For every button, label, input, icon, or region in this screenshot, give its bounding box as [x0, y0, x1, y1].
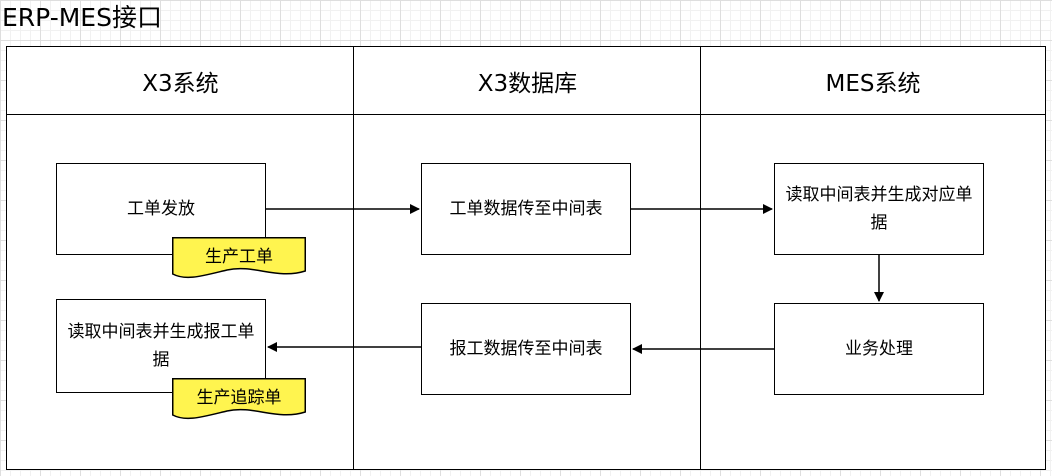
read-staging-create-docs-label: 读取中间表并生成对应单据	[785, 185, 973, 233]
page-title: ERP-MES接口	[2, 3, 162, 32]
report-to-staging-box[interactable]: 报工数据传至中间表	[421, 303, 631, 395]
production-order-label: 生产工单	[205, 246, 273, 267]
business-processing-box[interactable]: 业务处理	[774, 303, 984, 395]
lane-header-mes: MES系统	[701, 47, 1045, 115]
report-to-staging-label: 报工数据传至中间表	[449, 339, 603, 359]
swimlane-pool: X3系统 X3数据库 MES系统	[6, 46, 1046, 470]
document-shape-icon	[172, 378, 306, 420]
work-order-release-label: 工单发放	[127, 199, 195, 219]
lane-divider-2	[700, 47, 701, 469]
read-staging-create-docs-box[interactable]: 读取中间表并生成对应单据	[774, 163, 984, 255]
business-processing-label: 业务处理	[845, 339, 913, 359]
work-order-to-staging-box[interactable]: 工单数据传至中间表	[421, 163, 631, 255]
read-staging-create-report-box[interactable]: 读取中间表并生成报工单据	[56, 299, 266, 393]
lane-divider-1	[353, 47, 354, 469]
read-staging-create-report-label: 读取中间表并生成报工单据	[67, 322, 255, 370]
production-order-document[interactable]: 生产工单	[172, 237, 306, 281]
work-order-to-staging-label: 工单数据传至中间表	[449, 199, 603, 219]
document-shape-icon	[172, 237, 306, 279]
production-tracking-document[interactable]: 生产追踪单	[172, 378, 306, 422]
production-tracking-label: 生产追踪单	[196, 387, 282, 408]
lane-header-x3: X3系统	[7, 47, 354, 115]
work-order-release-box[interactable]: 工单发放	[56, 163, 266, 255]
lane-header-x3-database: X3数据库	[354, 47, 701, 115]
